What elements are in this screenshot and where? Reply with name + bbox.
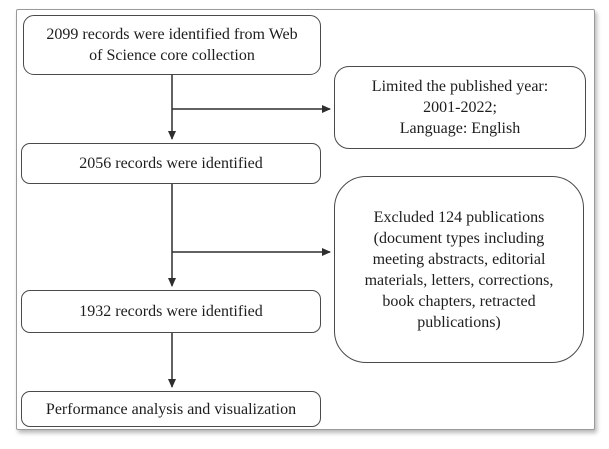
flow-box-records-identified-wos: 2099 records were identified from Web of… (23, 15, 321, 75)
side-box-text-line: meeting abstracts, editorial (372, 250, 546, 268)
side-box-text-line: publications) (417, 313, 501, 331)
side-box-text-line: Limited the published year: (371, 78, 549, 95)
flow-box-text-line: 2056 records were identified (79, 155, 263, 172)
flow-box-2056-records: 2056 records were identified (21, 143, 321, 184)
side-box-text-line: (document types including (373, 229, 545, 247)
side-box-excluded-publications: Excluded 124 publications (document type… (334, 176, 584, 363)
side-box-text-line: 2001-2022; (423, 99, 497, 116)
flow-box-text-line: of Science core collection (89, 47, 255, 64)
side-box-text-line: Language: English (399, 120, 521, 137)
side-box-year-language-limit: Limited the published year: 2001-2022; L… (334, 66, 586, 149)
flow-box-text-line: 2099 records were identified from Web (46, 26, 298, 43)
flow-box-text-line: 1932 records were identified (79, 303, 263, 320)
side-box-text-line: Excluded 124 publications (373, 208, 545, 226)
side-box-text-line: materials, letters, corrections, (364, 271, 554, 289)
diagram-frame: 2099 records were identified from Web of… (16, 9, 595, 430)
flow-box-1932-records: 1932 records were identified (21, 290, 321, 333)
flow-box-text-line: Performance analysis and visualization (45, 400, 297, 418)
side-box-text-line: book chapters, retracted (382, 292, 536, 310)
flow-box-performance-analysis: Performance analysis and visualization (21, 391, 321, 427)
